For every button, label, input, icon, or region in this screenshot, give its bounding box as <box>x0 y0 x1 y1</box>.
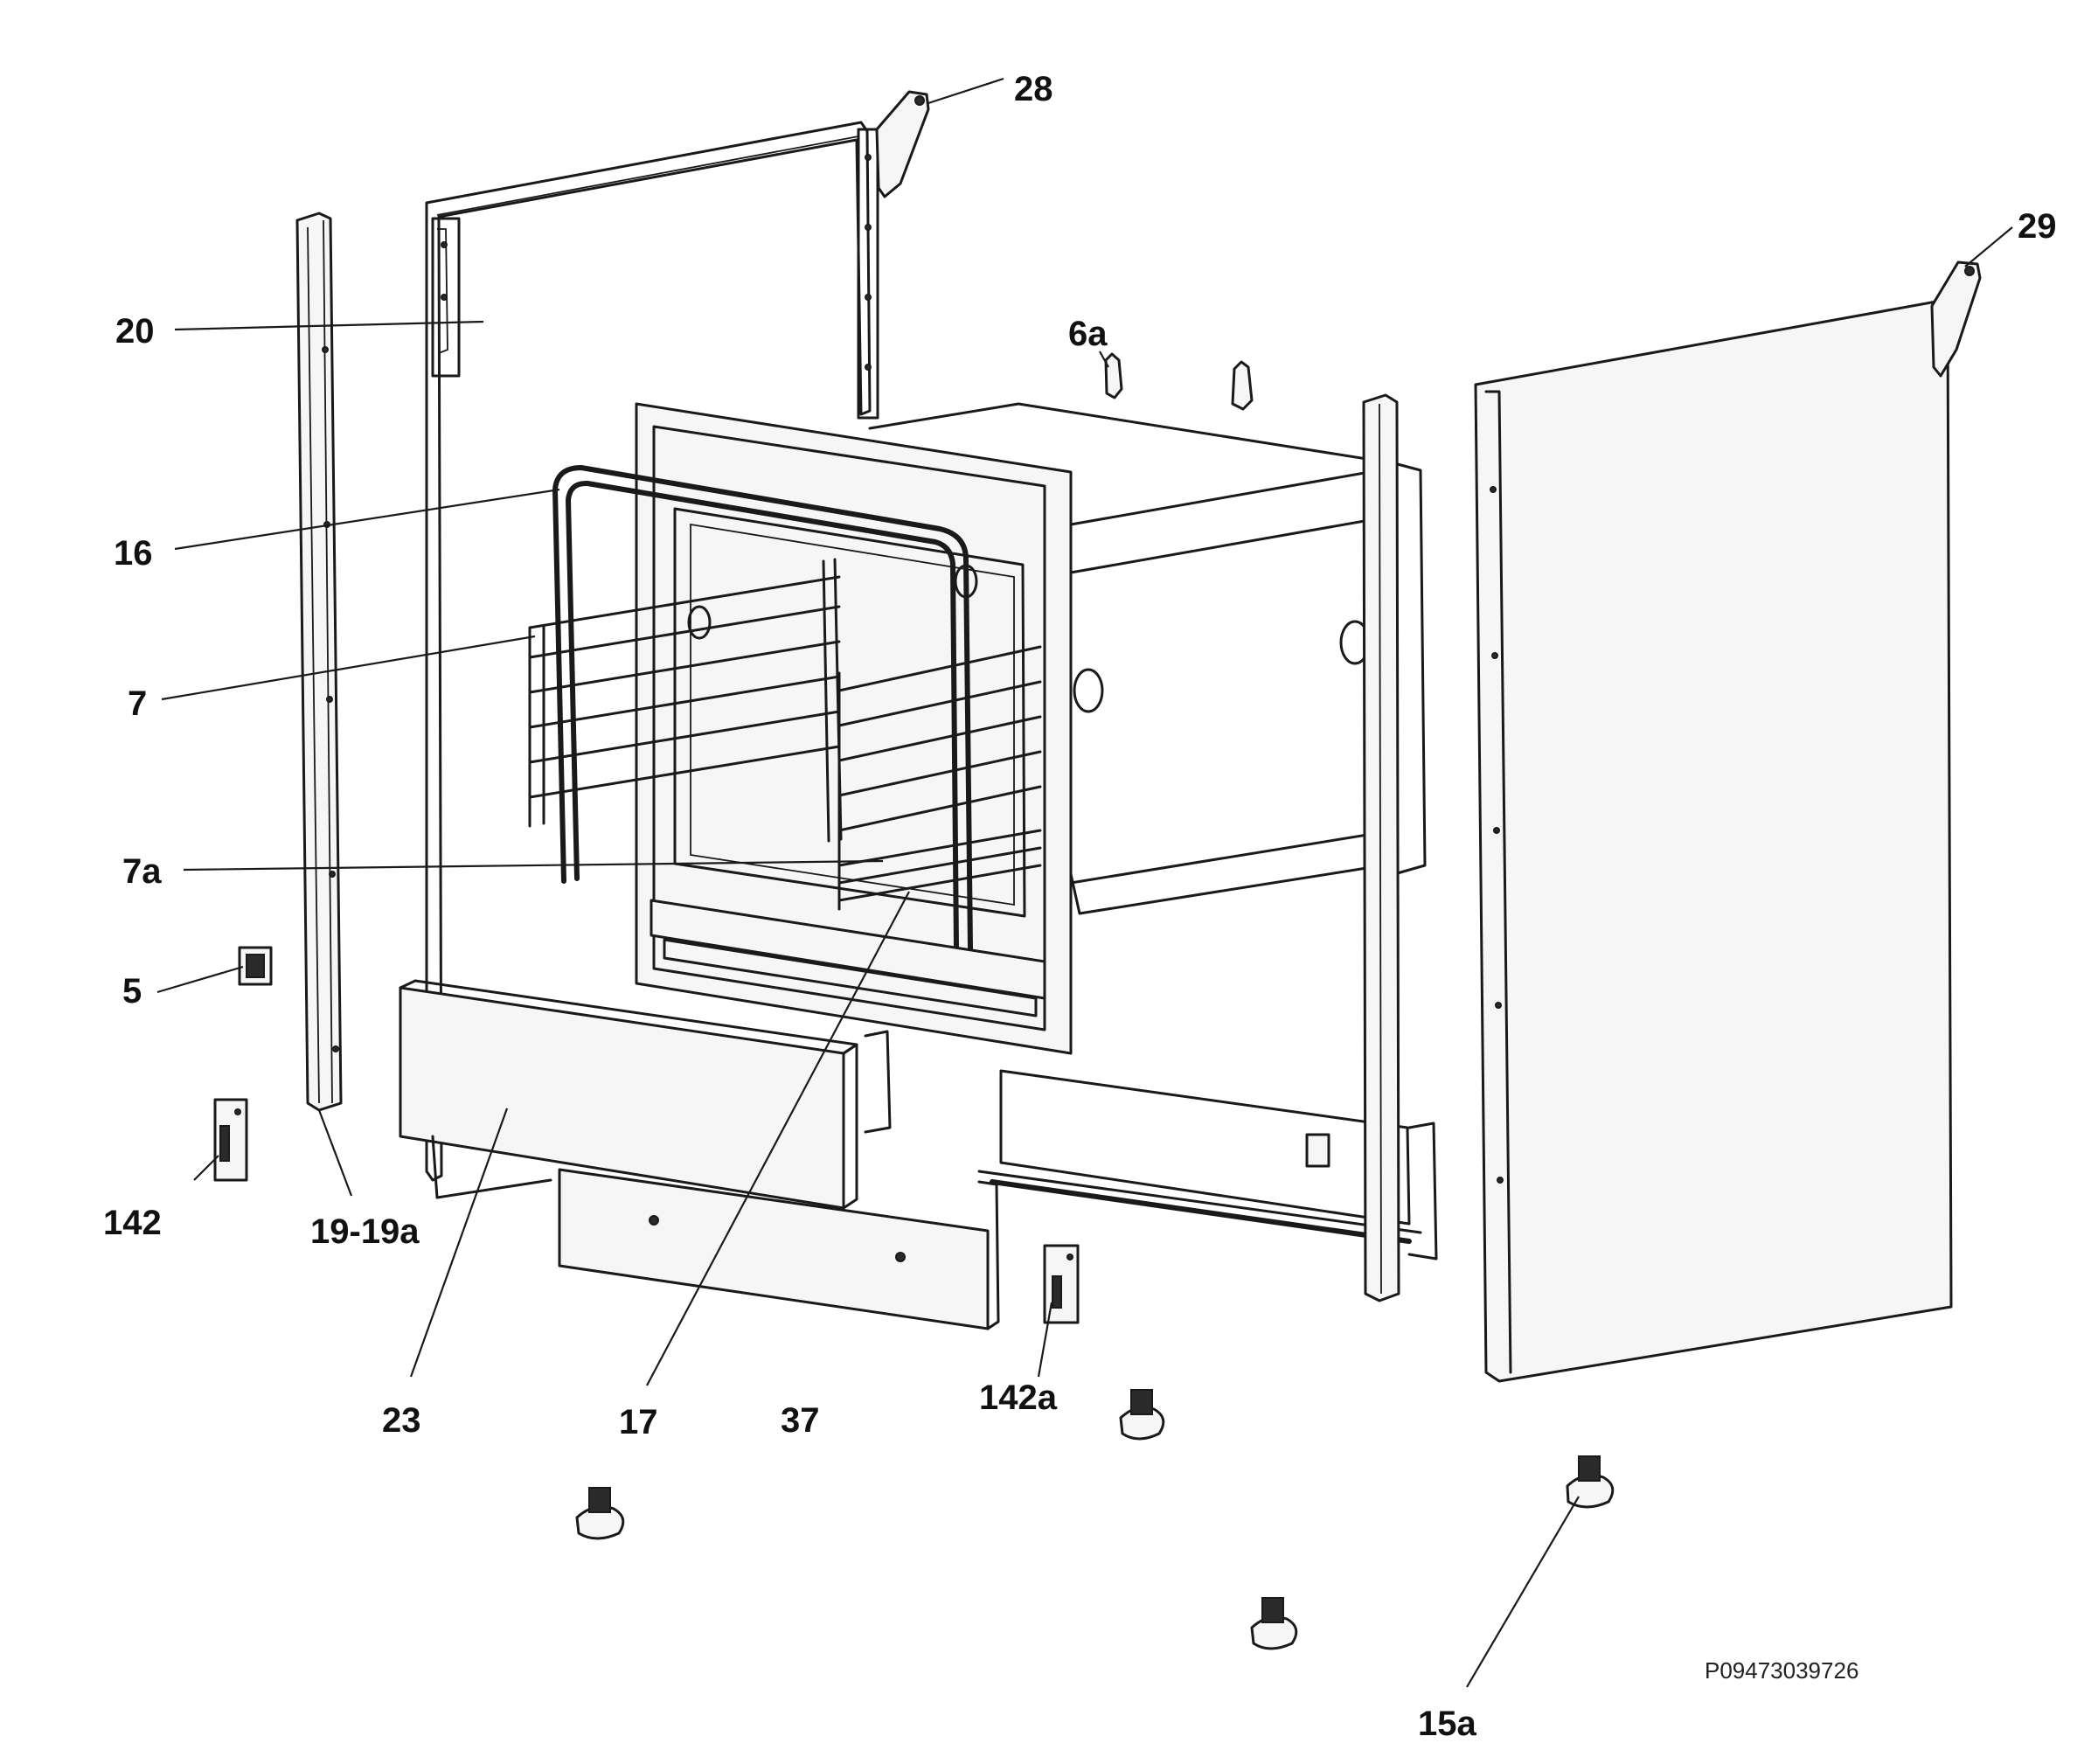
callout-28: 28 <box>1014 70 1053 108</box>
foot-1 <box>1119 1389 1165 1441</box>
leader-lines <box>156 77 2013 1688</box>
callout-37: 37 <box>781 1401 820 1440</box>
callout-23: 23 <box>382 1401 421 1440</box>
part-16-heating-element <box>552 465 973 951</box>
part-29-hinge-bracket <box>1930 260 1982 378</box>
foot-4 <box>1250 1597 1298 1650</box>
part-7a-rack-runners <box>837 829 1042 902</box>
part-7-wire-racks <box>528 558 1042 911</box>
part-5-clip <box>238 946 273 986</box>
callout-7a: 7a <box>122 852 162 891</box>
part-20-back-frame <box>425 121 879 1182</box>
callout-15a: 15a <box>1418 1705 1476 1743</box>
oven-cavity-body <box>868 402 1427 915</box>
part-15a-feet <box>575 1389 1615 1650</box>
callout-142: 142 <box>103 1204 162 1242</box>
callout-7: 7 <box>128 684 147 723</box>
oven-front-frame <box>635 402 1073 1055</box>
part-19-side-rail <box>295 212 343 1112</box>
part-6a-fixing-clips <box>1104 352 1254 411</box>
right-side-panel <box>1474 300 1953 1383</box>
callout-6a: 6a <box>1068 315 1108 353</box>
part-17-bottom-tray <box>650 899 1046 1017</box>
lower-right-rails <box>977 1069 1438 1260</box>
part-28-hinge-bracket <box>875 90 930 198</box>
callout-20: 20 <box>115 312 155 351</box>
diagram-reference-code: P09473039726 <box>1705 1657 1858 1684</box>
right-side-rail <box>1362 393 1400 1302</box>
foot-2 <box>575 1487 625 1540</box>
callout-142a: 142a <box>979 1379 1058 1417</box>
part-23-front-panel <box>399 979 858 1210</box>
foot-3 <box>1566 1455 1615 1509</box>
part-37-plinth <box>558 1168 1000 1330</box>
callout-29: 29 <box>2018 207 2057 246</box>
callout-5: 5 <box>122 972 142 1010</box>
callout-labels: 28 29 20 6a 16 7 7a 5 142 19-19a 23 17 3… <box>103 70 2057 1743</box>
callout-16: 16 <box>114 534 153 573</box>
callout-17: 17 <box>619 1403 658 1441</box>
lower-frame-brackets <box>431 1030 892 1199</box>
callout-19-19a: 19-19a <box>310 1212 420 1251</box>
part-142-latch <box>213 1098 248 1182</box>
